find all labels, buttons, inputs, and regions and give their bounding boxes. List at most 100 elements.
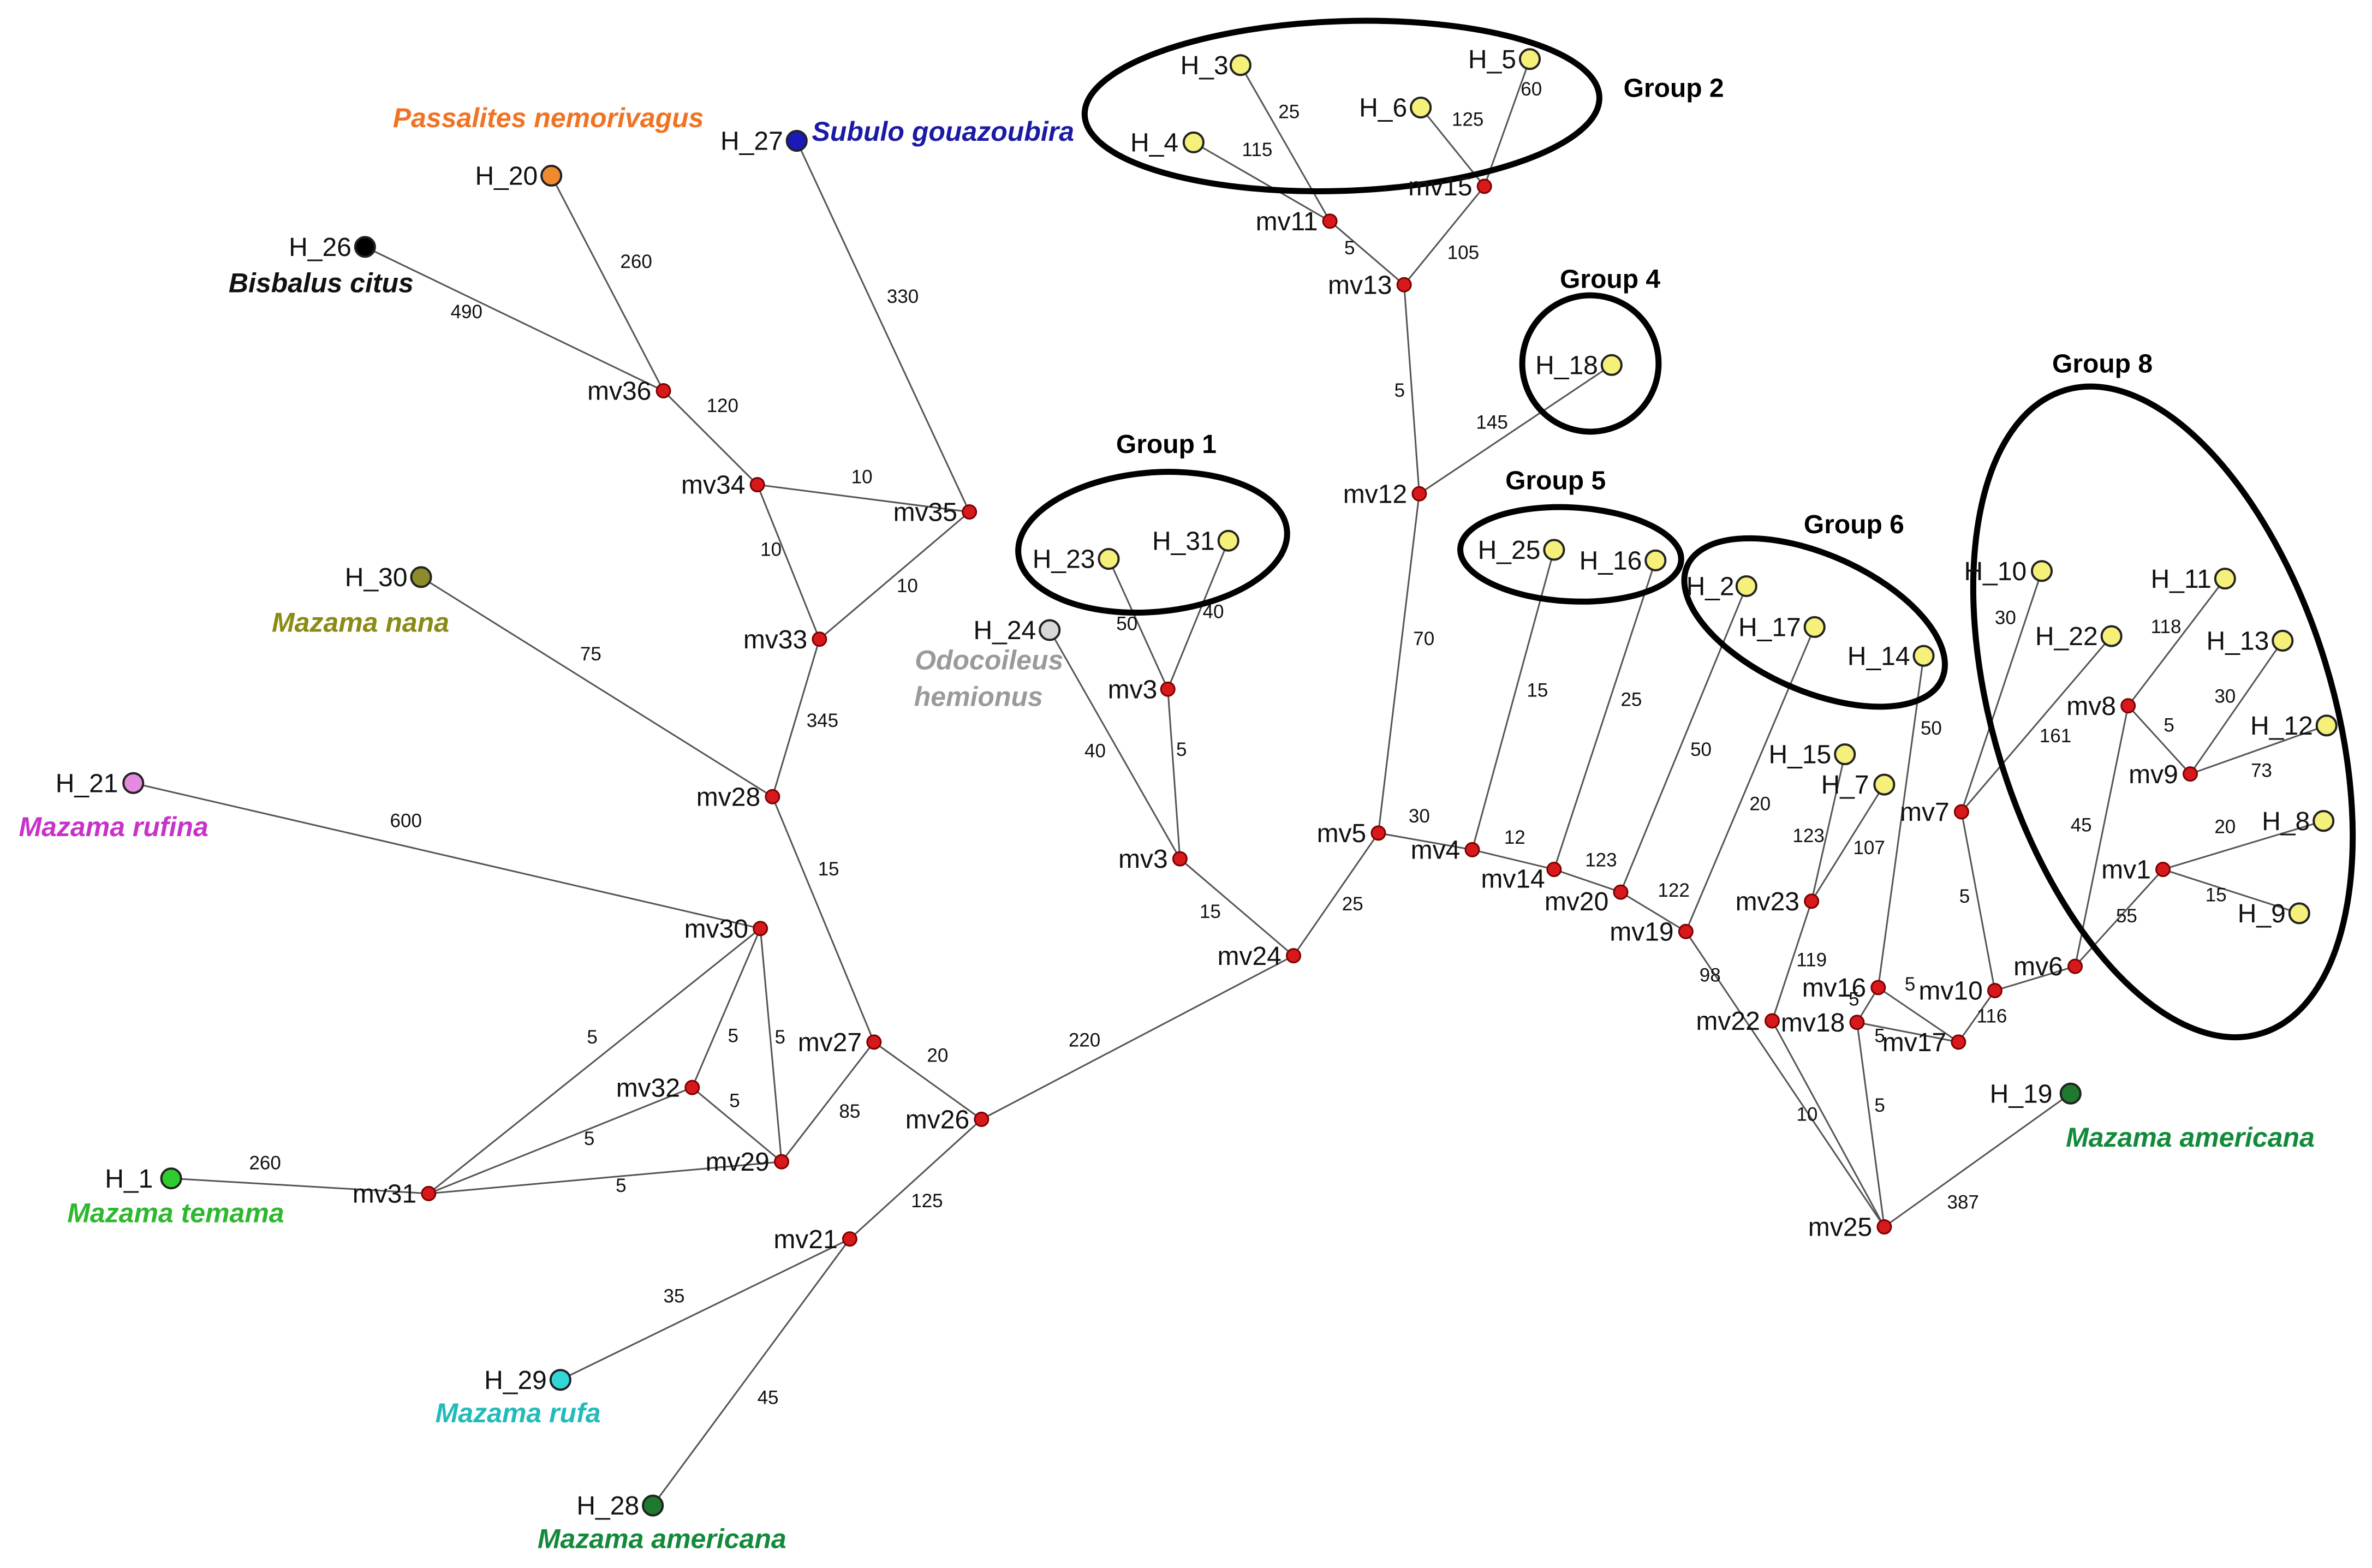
network-edge	[771, 639, 820, 797]
haplotype-label: H_10	[1964, 557, 2027, 586]
network-edge	[1960, 570, 2043, 812]
edge-mutation-count: 35	[664, 1286, 685, 1307]
group-ring	[1081, 17, 1602, 194]
edge-mutation-count: 25	[1342, 893, 1363, 915]
edge-mutation-count: 5	[1874, 1025, 1885, 1046]
network-edge	[692, 1087, 782, 1162]
network-edge	[1483, 58, 1531, 187]
network-edge	[365, 246, 664, 392]
haplotype-label: H_1	[105, 1165, 153, 1194]
median-vector-node	[2120, 698, 2136, 714]
network-edge	[1048, 629, 1181, 860]
median-vector-label: mv5	[1317, 819, 1367, 848]
network-edge	[849, 1118, 982, 1240]
haplotype-label: H_2	[1686, 573, 1735, 601]
median-vector-node	[1849, 1015, 1865, 1030]
median-vector-label: mv29	[705, 1148, 769, 1177]
median-vector-label: mv26	[905, 1106, 969, 1135]
edge-mutation-count: 10	[851, 466, 873, 487]
network-edge	[1877, 655, 1925, 988]
edge-mutation-count: 5	[1905, 974, 1915, 995]
haplotype-node	[1039, 619, 1061, 641]
network-edge	[1685, 627, 1816, 932]
network-edge	[756, 484, 820, 640]
haplotype-label: H_14	[1847, 642, 1910, 671]
edge-mutation-count: 60	[1521, 79, 1542, 100]
species-label: Odocoileus	[915, 645, 1063, 676]
haplotype-node	[1912, 645, 1935, 667]
edge-mutation-count: 10	[760, 539, 782, 561]
median-vector-node	[1476, 178, 1492, 194]
edge-mutation-count: 15	[1527, 680, 1548, 701]
edge-mutation-count: 50	[1116, 613, 1137, 634]
network-edge	[1960, 635, 2112, 813]
median-vector-label: mv28	[696, 783, 760, 812]
network-edge	[1193, 141, 1331, 222]
median-vector-label: mv3	[1108, 675, 1158, 704]
edge-mutation-count: 5	[1394, 380, 1405, 401]
network-edge	[1179, 858, 1295, 957]
haplotype-node	[1098, 548, 1120, 570]
network-edge	[759, 928, 783, 1162]
edge-mutation-count: 107	[1853, 837, 1885, 858]
median-vector-label: mv31	[353, 1180, 416, 1209]
haplotype-label: H_12	[2250, 712, 2313, 741]
edge-mutation-count: 5	[1176, 739, 1187, 760]
edge-mutation-count: 116	[1977, 1005, 2007, 1027]
haplotype-node	[1518, 48, 1541, 70]
edge-mutation-count: 40	[1084, 741, 1106, 762]
median-vector-node	[765, 789, 780, 804]
haplotype-label: H_28	[576, 1492, 639, 1521]
median-vector-label: mv12	[1343, 480, 1407, 509]
haplotype-node	[2313, 810, 2335, 832]
network-edge	[171, 1177, 429, 1195]
network-edge	[819, 511, 970, 640]
median-vector-node	[2067, 958, 2083, 974]
haplotype-label: H_11	[2151, 565, 2212, 594]
median-vector-label: mv21	[773, 1225, 837, 1254]
haplotype-label: H_18	[1535, 351, 1598, 380]
median-vector-node	[866, 1034, 882, 1050]
species-label: Subulo gouazoubira	[812, 116, 1075, 147]
median-vector-label: mv30	[684, 915, 748, 944]
haplotype-node	[2059, 1082, 2082, 1105]
median-vector-label: mv6	[2013, 952, 2063, 981]
haplotype-label: H_17	[1738, 613, 1801, 642]
edge-mutation-count: 122	[1658, 880, 1689, 901]
median-vector-label: mv10	[1918, 977, 1982, 1006]
network-edge	[1771, 1020, 1885, 1227]
median-vector-node	[1286, 948, 1302, 964]
network-edge	[1403, 186, 1485, 285]
network-edge	[1810, 784, 1885, 902]
network-edge	[1472, 849, 1554, 871]
group-label: Group 8	[2052, 350, 2153, 379]
median-vector-label: mv4	[1411, 836, 1461, 865]
haplotype-node	[540, 164, 563, 187]
edge-mutation-count: 15	[2206, 884, 2227, 905]
edge-mutation-count: 20	[927, 1045, 948, 1066]
edge-mutation-count: 145	[1476, 412, 1507, 433]
edge-mutation-count: 15	[818, 858, 839, 880]
network-edge	[691, 928, 761, 1088]
network-edge	[873, 1041, 982, 1120]
median-vector-label: mv19	[1610, 917, 1673, 946]
network-edge	[2189, 640, 2284, 774]
edge-mutation-count: 5	[616, 1175, 626, 1196]
edge-mutation-count: 387	[1947, 1192, 1978, 1213]
median-vector-node	[1464, 842, 1480, 857]
haplotype-node	[354, 236, 376, 258]
haplotype-node	[2288, 902, 2310, 925]
haplotype-node	[2315, 714, 2338, 737]
species-label: Mazama temama	[67, 1198, 284, 1229]
median-vector-label: mv27	[798, 1028, 862, 1057]
network-edge	[2127, 578, 2226, 707]
group-label: Group 4	[1560, 265, 1660, 294]
haplotype-node	[1834, 743, 1856, 766]
edge-mutation-count: 490	[451, 301, 482, 323]
network-edge	[1403, 284, 1420, 494]
haplotype-label: H_24	[974, 616, 1036, 645]
network-edge	[2074, 868, 2164, 967]
median-vector-node	[1546, 861, 1562, 877]
